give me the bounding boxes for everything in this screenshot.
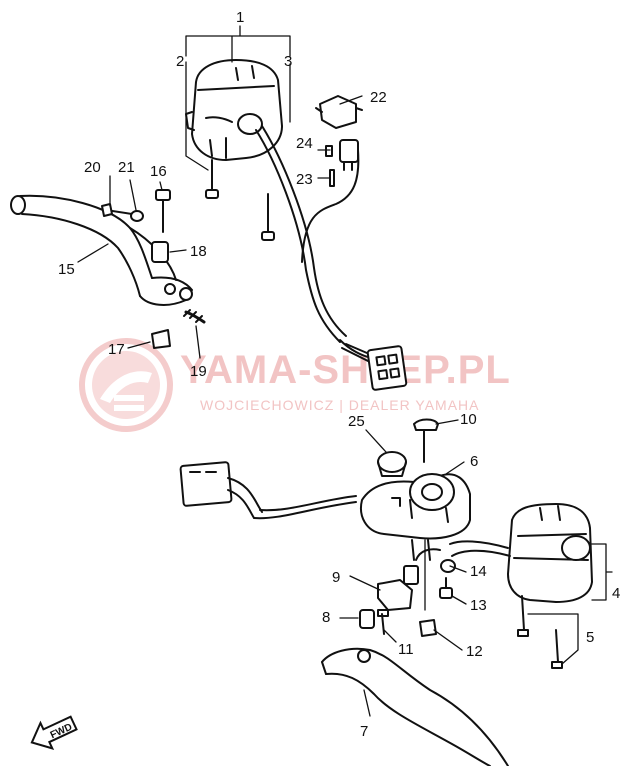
callout-8: 8 <box>322 609 330 626</box>
clutch-lever <box>321 647 509 766</box>
fwd-arrow-icon: FWD <box>30 715 78 750</box>
callout-22: 22 <box>370 89 387 106</box>
lower-hardware <box>359 559 456 637</box>
callout-13: 13 <box>470 597 487 614</box>
callout-12: 12 <box>466 643 483 660</box>
callout-2: 2 <box>176 53 184 70</box>
callout-11: 11 <box>398 641 414 658</box>
callout-15: 15 <box>58 261 75 278</box>
lower-switch-assembly <box>449 503 593 669</box>
watermark-subtitle: WOJCIECHOWICZ | DEALER YAMAHA <box>200 397 480 413</box>
callout-20: 20 <box>84 159 101 176</box>
callout-24: 24 <box>296 135 313 152</box>
callout-3: 3 <box>284 53 292 70</box>
callout-7: 7 <box>360 723 368 740</box>
callout-21: 21 <box>118 159 135 176</box>
callout-10: 10 <box>460 411 477 428</box>
watermark-logo <box>79 338 173 432</box>
callout-25: 25 <box>348 413 365 430</box>
callout-4: 4 <box>612 585 620 602</box>
callout-18: 18 <box>190 243 207 260</box>
callout-5: 5 <box>586 629 594 646</box>
callout-labels: 1 2 3 4 5 6 7 8 9 10 11 12 13 14 15 16 1… <box>58 9 620 740</box>
callout-23: 23 <box>296 171 313 188</box>
callout-1: 1 <box>236 9 244 26</box>
callout-17: 17 <box>108 341 125 358</box>
upper-connector <box>339 339 408 391</box>
callout-9: 9 <box>332 569 340 586</box>
watermark-title: YAMA-SHLEP.PL <box>180 348 511 392</box>
switch-bracket <box>360 418 471 561</box>
callout-6: 6 <box>470 453 478 470</box>
brake-switch <box>301 95 363 263</box>
lever-hardware <box>101 189 206 349</box>
callout-19: 19 <box>190 363 207 380</box>
lower-connector <box>179 461 357 520</box>
clutch-switch <box>377 548 441 611</box>
leader-lines <box>77 25 613 717</box>
callout-16: 16 <box>150 163 167 180</box>
callout-14: 14 <box>470 563 487 580</box>
